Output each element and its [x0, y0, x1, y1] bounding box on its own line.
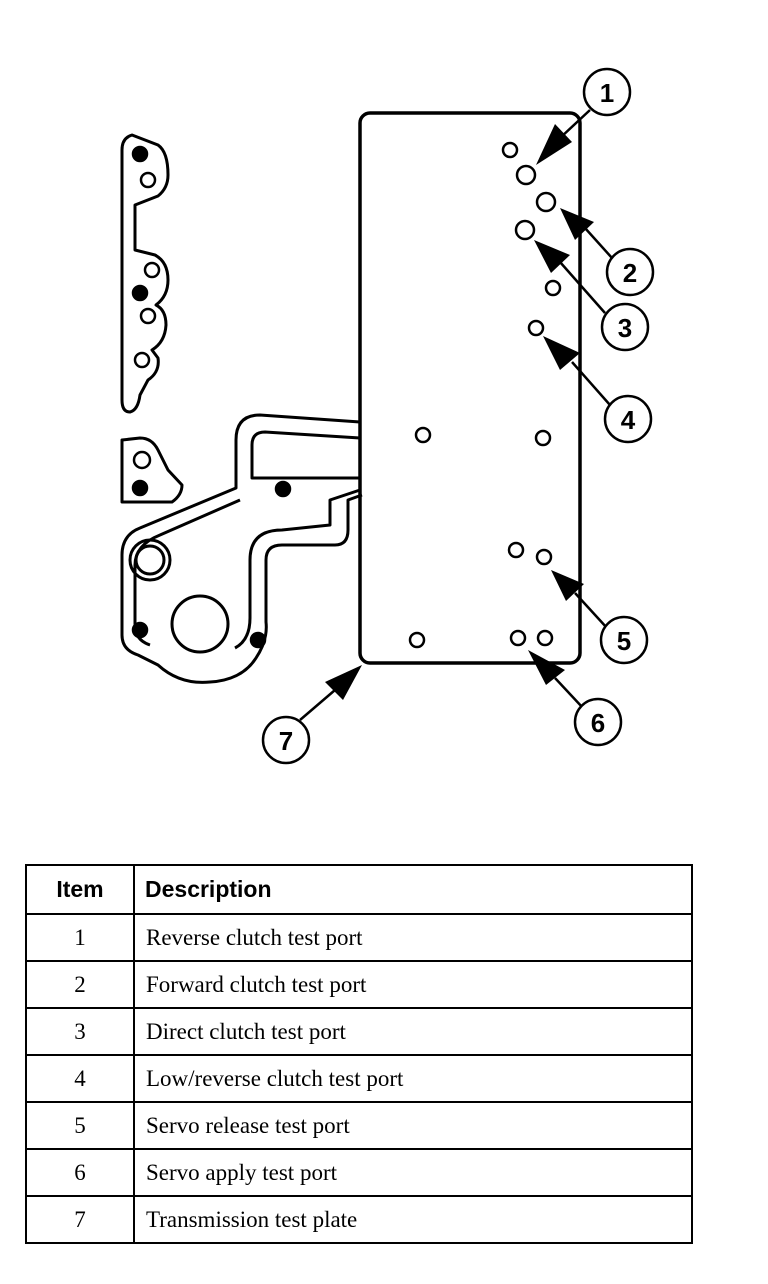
table-row: 4 Low/reverse clutch test port	[25, 1054, 693, 1103]
leader-line-7	[299, 689, 336, 721]
plate-port	[544, 279, 562, 297]
lower-gasket	[120, 413, 363, 684]
arrowhead-2	[560, 208, 594, 240]
item-number: 3	[25, 1007, 135, 1056]
arrowhead-1	[536, 124, 572, 165]
callout-circle-6	[573, 697, 623, 747]
test-plate	[358, 111, 582, 665]
item-description: Low/reverse clutch test port	[133, 1054, 693, 1103]
table-row: 2 Forward clutch test port	[25, 960, 693, 1009]
gasket-boss-ring	[128, 538, 172, 582]
item-description: Reverse clutch test port	[133, 913, 693, 962]
table-header-row: Item Description	[25, 864, 693, 915]
callout-circle-4	[603, 394, 653, 444]
servo-apply-port	[509, 629, 527, 647]
test-plate-diagram: 1 2 3 4 5 6 7	[120, 67, 655, 765]
callout-circle-1	[582, 67, 632, 117]
item-description: Forward clutch test port	[133, 960, 693, 1009]
direct-clutch-port	[514, 219, 536, 241]
item-number: 6	[25, 1148, 135, 1197]
gasket-hole-filled	[131, 479, 149, 497]
arrowhead-7	[325, 665, 362, 700]
item-description: Transmission test plate	[133, 1195, 693, 1244]
callout-label-1: 1	[600, 78, 614, 108]
arrowhead-3	[534, 240, 570, 273]
gasket-hole	[139, 307, 157, 325]
plate-port	[534, 429, 552, 447]
callout-circle-7	[261, 715, 311, 765]
item-number: 2	[25, 960, 135, 1009]
table-row: 5 Servo release test port	[25, 1101, 693, 1150]
item-number: 4	[25, 1054, 135, 1103]
gasket-hole-filled	[274, 480, 292, 498]
plate-port	[536, 629, 554, 647]
table-row: 7 Transmission test plate	[25, 1195, 693, 1244]
item-description: Servo release test port	[133, 1101, 693, 1150]
gasket-hole-filled	[131, 284, 149, 302]
gasket-hole	[132, 450, 152, 470]
callout-label-3: 3	[618, 313, 632, 343]
leader-line-2	[584, 227, 613, 259]
table-row: 6 Servo apply test port	[25, 1148, 693, 1197]
plate-port	[414, 426, 432, 444]
callout-circle-2	[605, 247, 655, 297]
gasket-hole-filled	[131, 145, 149, 163]
item-column-header: Item	[25, 864, 135, 915]
callout-label-6: 6	[591, 708, 605, 738]
legend-table: Item Description 1 Reverse clutch test p…	[25, 864, 693, 1244]
plate-port	[501, 141, 519, 159]
callout-circle-3	[600, 302, 650, 352]
table-row: 1 Reverse clutch test port	[25, 913, 693, 962]
small-bracket	[120, 436, 184, 504]
callout-label-7: 7	[279, 726, 293, 756]
leader-line-1	[559, 109, 591, 139]
plate-port	[408, 631, 426, 649]
arrowhead-5	[551, 570, 584, 601]
item-description: Direct clutch test port	[133, 1007, 693, 1056]
gasket-hole-filled	[249, 631, 267, 649]
gasket-inner-channel-2	[234, 488, 361, 650]
gasket-hole	[143, 261, 161, 279]
callout-label-4: 4	[621, 405, 636, 435]
gasket-opening	[170, 594, 230, 654]
gasket-hole	[139, 171, 157, 189]
leader-line-5	[574, 592, 608, 629]
item-number: 5	[25, 1101, 135, 1150]
arrowhead-6	[528, 650, 565, 685]
plate-port	[507, 541, 525, 559]
leader-line-3	[559, 261, 606, 314]
table-row: 3 Direct clutch test port	[25, 1007, 693, 1056]
reverse-clutch-port	[515, 164, 537, 186]
item-number: 7	[25, 1195, 135, 1244]
leader-line-6	[554, 677, 584, 709]
callout-label-5: 5	[617, 626, 631, 656]
arrowhead-4	[543, 336, 580, 370]
gasket-strip	[120, 133, 170, 414]
callout-label-2: 2	[623, 258, 637, 288]
callout-circle-5	[599, 615, 649, 665]
gasket-hole-filled	[131, 621, 149, 639]
gasket-inner-channel	[250, 430, 361, 480]
item-description: Servo apply test port	[133, 1148, 693, 1197]
gasket-boss	[134, 544, 166, 576]
forward-clutch-port	[535, 191, 557, 213]
description-column-header: Description	[133, 864, 693, 915]
servo-release-port	[535, 548, 553, 566]
gasket-hole	[133, 351, 151, 369]
item-number: 1	[25, 913, 135, 962]
low-reverse-clutch-port	[527, 319, 545, 337]
leader-line-4	[571, 361, 611, 406]
